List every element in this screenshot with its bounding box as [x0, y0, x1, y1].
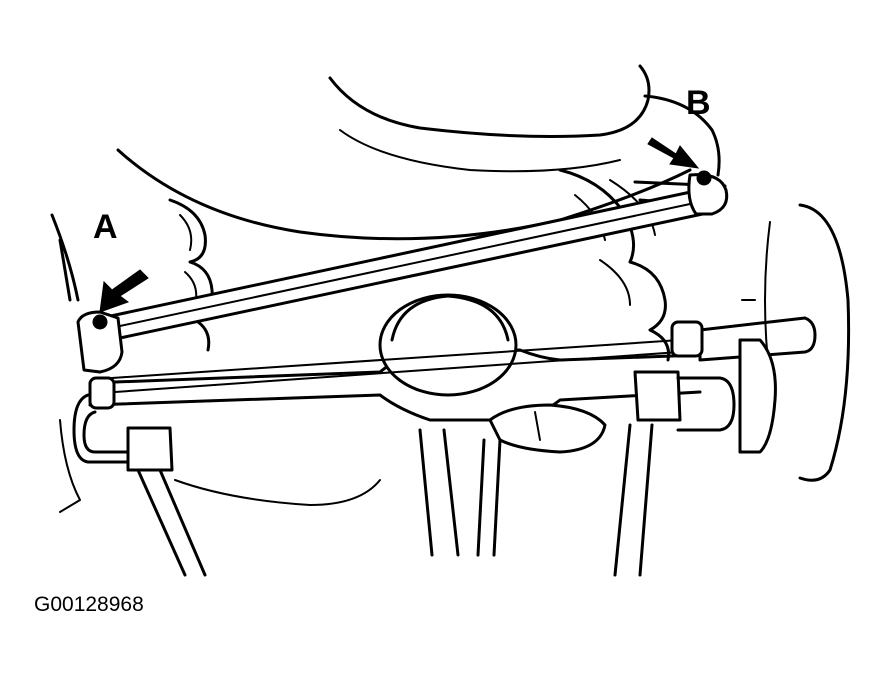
bracket-a — [76, 310, 124, 374]
right-coil-spring — [558, 168, 671, 362]
axle-housing-lower — [88, 390, 702, 422]
track-bar-highlight — [119, 203, 691, 327]
left-u-bolt — [72, 393, 130, 464]
callout-label-a: A — [93, 208, 118, 246]
left-spring-seat — [126, 426, 174, 472]
left-lower-arm — [136, 468, 207, 577]
bolt-a — [92, 314, 108, 330]
tank-left-edge — [339, 129, 621, 173]
center-lower-arm-left — [418, 428, 460, 557]
tank-right-edge — [643, 94, 721, 177]
right-u-bolt — [676, 376, 736, 432]
right-axle-end — [670, 320, 704, 358]
right-brake-backing — [738, 338, 777, 454]
bracket-b — [687, 173, 729, 216]
brake-line-lower — [114, 351, 681, 393]
figure-id: G00128968 — [34, 593, 144, 616]
brake-line-upper — [111, 339, 681, 379]
callout-label-b: B — [686, 84, 711, 122]
left-lower-body — [174, 479, 381, 506]
left-axle-end — [88, 376, 116, 410]
tank-upper-curve — [328, 64, 651, 138]
bolt-b — [696, 170, 712, 186]
differential-cover — [390, 294, 510, 342]
pinion-detail — [534, 411, 541, 441]
arrow-a — [99, 269, 149, 313]
right-lower-arm — [613, 423, 654, 577]
differential-housing — [378, 293, 518, 397]
center-lower-arm-right — [476, 438, 502, 557]
arrow-b — [647, 137, 700, 169]
right-wheel — [798, 203, 851, 482]
right-spring-seat — [633, 370, 682, 422]
differential-lower — [488, 403, 607, 454]
left-frame-rail — [50, 213, 80, 302]
body-underside-outline — [116, 148, 692, 241]
left-body-curve — [59, 419, 81, 513]
